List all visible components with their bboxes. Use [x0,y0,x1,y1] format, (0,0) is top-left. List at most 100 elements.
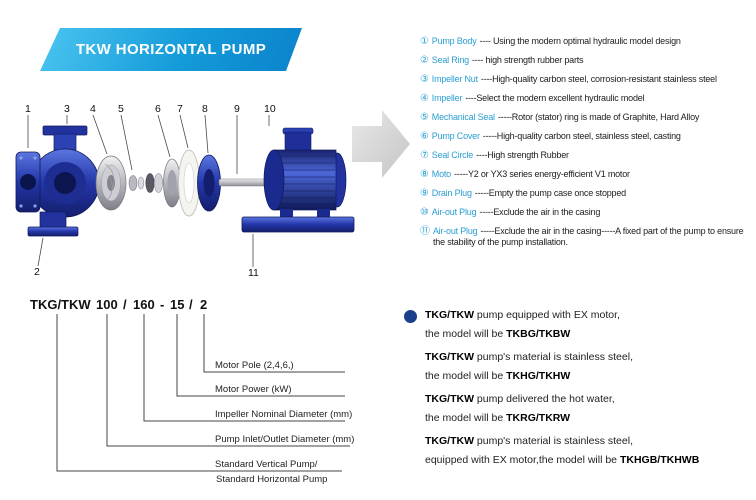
arrow-right-icon [352,110,410,178]
note-text: pump's material is stainless steel, [474,435,633,447]
part-name: Seal Ring [431,55,469,65]
note-line: TKG/TKW pump equipped with EX motor, [425,306,752,325]
note-text: the model will be [425,370,507,382]
part-description: ---- high strength rubber parts [472,55,584,65]
motor-fins [275,155,335,205]
pump-cover [163,158,181,208]
note-text: the model will be [425,412,507,424]
model-code: TKG/TKW 100 / 160 - 15 / 2 [30,297,250,313]
pump-casing [15,125,100,237]
part-description: -----Exclude the air in the casing [479,207,601,217]
note-text: pump's material is stainless steel, [474,351,633,363]
note-line: TKG/TKW pump's material is stainless ste… [425,348,752,367]
callout-number: 2 [34,266,40,278]
note-line: the model will be TKRG/TKRW [425,409,752,428]
model-code-label: Motor Pole (2,4,6,) [215,360,294,371]
part-number: ④ [420,93,429,104]
part-number: ⑪ [420,226,430,237]
bullet-icon [404,310,417,323]
callout-number: 5 [118,103,124,115]
note-bold: TKHGB/TKHWB [619,454,700,466]
part-name: Moto [431,169,451,179]
note-line: TKG/TKW pump's material is stainless ste… [425,432,752,451]
part-name: Air-out Plug [431,207,477,217]
part-number: ③ [420,74,429,85]
model-code-label: Pump Inlet/Outlet Diameter (mm) [215,434,355,445]
model-code-token: TKG/TKW [30,297,91,312]
note-text: pump equipped with EX motor, [474,309,620,321]
part-description: -----Exclude the air in the casing-----A… [433,226,744,247]
callout-number: 9 [234,103,240,115]
part-number: ⑤ [420,112,429,123]
model-code-token: 2 [200,297,208,312]
bearing-bracket [197,154,221,212]
note-line: equipped with EX motor,the model will be… [425,451,752,470]
motor [241,127,355,233]
model-code-token: 160 [133,297,155,312]
part-name: Impeller [431,93,463,103]
seal-circle [178,149,200,217]
callout-number: 1 [25,103,31,115]
note-bold: TKG/TKW [425,309,474,321]
part-number: ⑩ [420,207,429,218]
part-description: ----Select the modern excellent hydrauli… [465,93,645,103]
part-name: Seal Circle [431,150,474,160]
part-number: ② [420,55,429,66]
note-item: TKG/TKW pump equipped with EX motor, the… [425,306,752,344]
note-line: the model will be TKBG/TKBW [425,325,752,344]
part-description: -----Rotor (stator) ring is made of Grap… [497,112,700,122]
callout-numbers: 1 3 4 5 6 7 8 9 10 2 11 [25,103,276,279]
impeller-nut-and-seals [128,173,164,193]
note-bold: TKRG/TKRW [506,412,571,424]
callout-number: 6 [155,103,161,115]
banner: TKW HORIZONTAL PUMP [40,28,302,71]
note-bold: TKG/TKW [425,351,474,363]
callout-number: 11 [248,267,259,279]
callout-leader-lines [27,114,270,267]
model-code-token: 15 [170,297,185,312]
impeller [95,155,127,211]
callout-number: 3 [64,103,70,115]
model-code-label: Motor Power (kW) [215,384,292,395]
part-name: Drain Plug [431,188,472,198]
part-description: -----Empty the pump case once stopped [474,188,626,198]
pump-exploded-diagram: 1 3 4 5 6 7 8 9 10 2 11 [15,103,355,279]
part-description: -----Y2 or YX3 series energy-efficient V… [453,169,630,179]
part-description: ---- Using the modern optimal hydraulic … [479,36,681,46]
part-description: ----High-quality carbon steel, corrosion… [480,74,717,84]
notes-section: TKG/TKW pump equipped with EX motor, the… [404,306,752,474]
note-bold: TKG/TKW [425,393,474,405]
model-code-token: / [123,297,127,312]
part-number: ⑨ [420,188,429,199]
callout-number: 10 [264,103,276,115]
note-item: TKG/TKW pump delivered the hot water, th… [425,390,752,428]
shaft [218,178,272,187]
part-name: Pump Body [431,36,477,46]
part-name: Air-out Plug [432,226,478,236]
note-item: TKG/TKW pump's material is stainless ste… [425,432,752,470]
note-bold: TKG/TKW [425,435,474,447]
callout-number: 8 [202,103,208,115]
model-code-label: Impeller Nominal Diameter (mm) [215,409,353,420]
part-number: ⑦ [420,150,429,161]
note-text: pump delivered the hot water, [474,393,615,405]
model-code-label: Standard Horizontal Pump [216,474,328,485]
model-code-label: Standard Vertical Pump/ [215,459,318,470]
part-number: ① [420,36,429,47]
note-line: the model will be TKHG/TKHW [425,367,752,386]
note-line: TKG/TKW pump delivered the hot water, [425,390,752,409]
part-description: ----High strength Rubber [476,150,569,160]
callout-number: 7 [177,103,183,115]
